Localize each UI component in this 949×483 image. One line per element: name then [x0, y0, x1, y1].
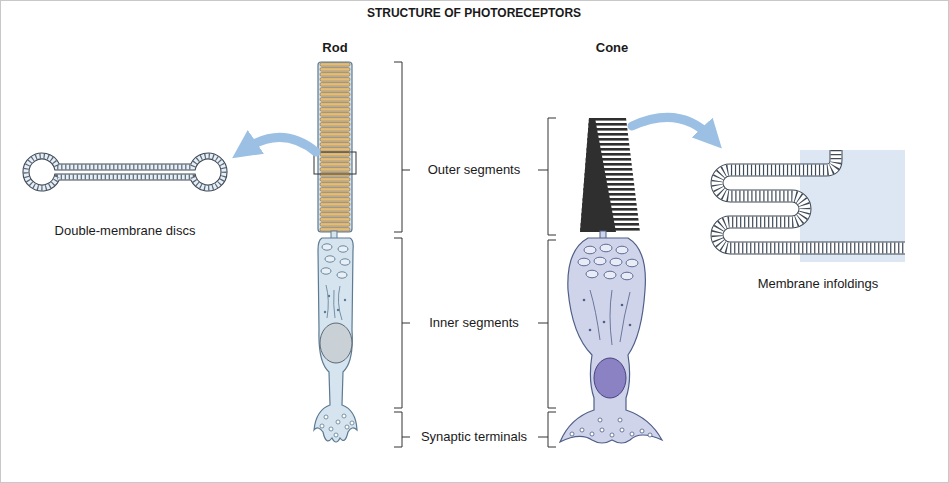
disc-detail	[23, 153, 227, 191]
cell-type-label: Cone	[572, 41, 652, 56]
vesicle	[580, 428, 584, 432]
mitochondrion	[322, 244, 332, 250]
membrane-outline	[717, 150, 905, 248]
cone-cell	[560, 118, 662, 443]
granule	[629, 324, 632, 327]
rod-outer-segment	[318, 62, 352, 232]
mitochondrion	[338, 246, 348, 252]
vesicle	[620, 428, 624, 432]
granule	[583, 299, 586, 302]
segment-label: Outer segments	[412, 163, 536, 178]
highlight-box	[314, 152, 356, 174]
callout-arrow	[244, 137, 316, 152]
vesicle	[324, 415, 328, 419]
membrane-ticks	[717, 150, 905, 248]
detail-caption: Double-membrane discs	[25, 224, 225, 239]
membrane-body	[717, 150, 905, 248]
mitochondrion	[604, 271, 616, 279]
vesicle	[334, 433, 338, 437]
granule	[589, 329, 592, 332]
granule	[621, 304, 624, 307]
synaptic-vesicles	[320, 414, 354, 437]
vesicle	[610, 433, 614, 437]
cytoskeleton-lines	[590, 290, 630, 345]
callout-arrow	[632, 117, 712, 138]
cone-inner-bracket	[538, 240, 556, 408]
cone-outer-spine	[580, 118, 616, 232]
vesicle	[600, 428, 604, 432]
cell-type-label: Rod	[295, 41, 375, 56]
vesicle	[618, 418, 622, 422]
granule	[328, 295, 330, 297]
synaptic-vesicles	[570, 418, 652, 437]
cone-outer-bracket	[538, 118, 556, 235]
rod-inner-segment	[314, 238, 357, 442]
infolding-detail	[717, 150, 905, 262]
mitochondrion	[600, 244, 612, 252]
filament	[326, 285, 328, 318]
mitochondrion	[321, 268, 331, 274]
granule	[337, 309, 339, 311]
vesicle	[598, 418, 602, 422]
filament	[338, 286, 342, 320]
cone-inner-segment	[560, 238, 662, 443]
brackets	[394, 62, 556, 447]
diagram-title: STRUCTURE OF PHOTORECEPTORS	[274, 7, 674, 21]
vesicle	[570, 432, 574, 436]
vesicle	[336, 420, 340, 424]
filament	[334, 290, 335, 318]
mitochondrion	[616, 246, 628, 254]
granule	[603, 321, 606, 324]
cone-synaptic-bracket	[538, 412, 556, 447]
granules	[324, 295, 346, 313]
mitochondrion	[621, 272, 633, 280]
rod-nucleus	[320, 323, 352, 363]
cone-outer-segment	[580, 118, 640, 232]
mitochondrion	[325, 256, 335, 262]
mitochondrion	[578, 258, 590, 266]
segment-label: Synaptic terminals	[412, 430, 536, 445]
disc-fill	[23, 153, 227, 191]
vesicle	[630, 432, 634, 436]
vesicle	[320, 424, 324, 428]
rod-synaptic-bracket	[394, 412, 410, 447]
outer-membrane	[23, 153, 227, 191]
vesicle	[648, 433, 652, 437]
cytoskeleton-lines	[326, 285, 342, 320]
vesicle	[350, 421, 354, 425]
cone-nucleus	[594, 358, 626, 398]
rod-inner-bracket	[394, 238, 410, 408]
mitochondria	[578, 244, 638, 280]
rod-outer-bracket	[394, 62, 410, 232]
rod-cell	[314, 62, 357, 442]
vesicle	[345, 425, 349, 429]
segment-label: Inner segments	[412, 316, 536, 331]
filament	[610, 290, 612, 345]
mitochondrion	[584, 246, 596, 254]
granule	[344, 299, 346, 301]
inner-membrane	[29, 159, 221, 185]
mitochondrion	[610, 258, 622, 266]
vesicle	[640, 429, 644, 433]
mitochondria	[321, 244, 350, 278]
mitochondrion	[337, 272, 347, 278]
mitochondrion	[594, 257, 606, 265]
mitochondrion	[340, 259, 350, 265]
granules	[583, 299, 632, 332]
mitochondrion	[626, 259, 638, 267]
mitochondrion	[586, 270, 598, 278]
vesicle	[329, 427, 333, 431]
detail-caption: Membrane infoldings	[718, 277, 918, 292]
vesicle	[342, 414, 346, 418]
granule	[324, 311, 326, 313]
membrane-ticks	[26, 156, 224, 188]
filament	[590, 290, 600, 340]
vesicle	[590, 432, 594, 436]
filament	[620, 292, 630, 342]
